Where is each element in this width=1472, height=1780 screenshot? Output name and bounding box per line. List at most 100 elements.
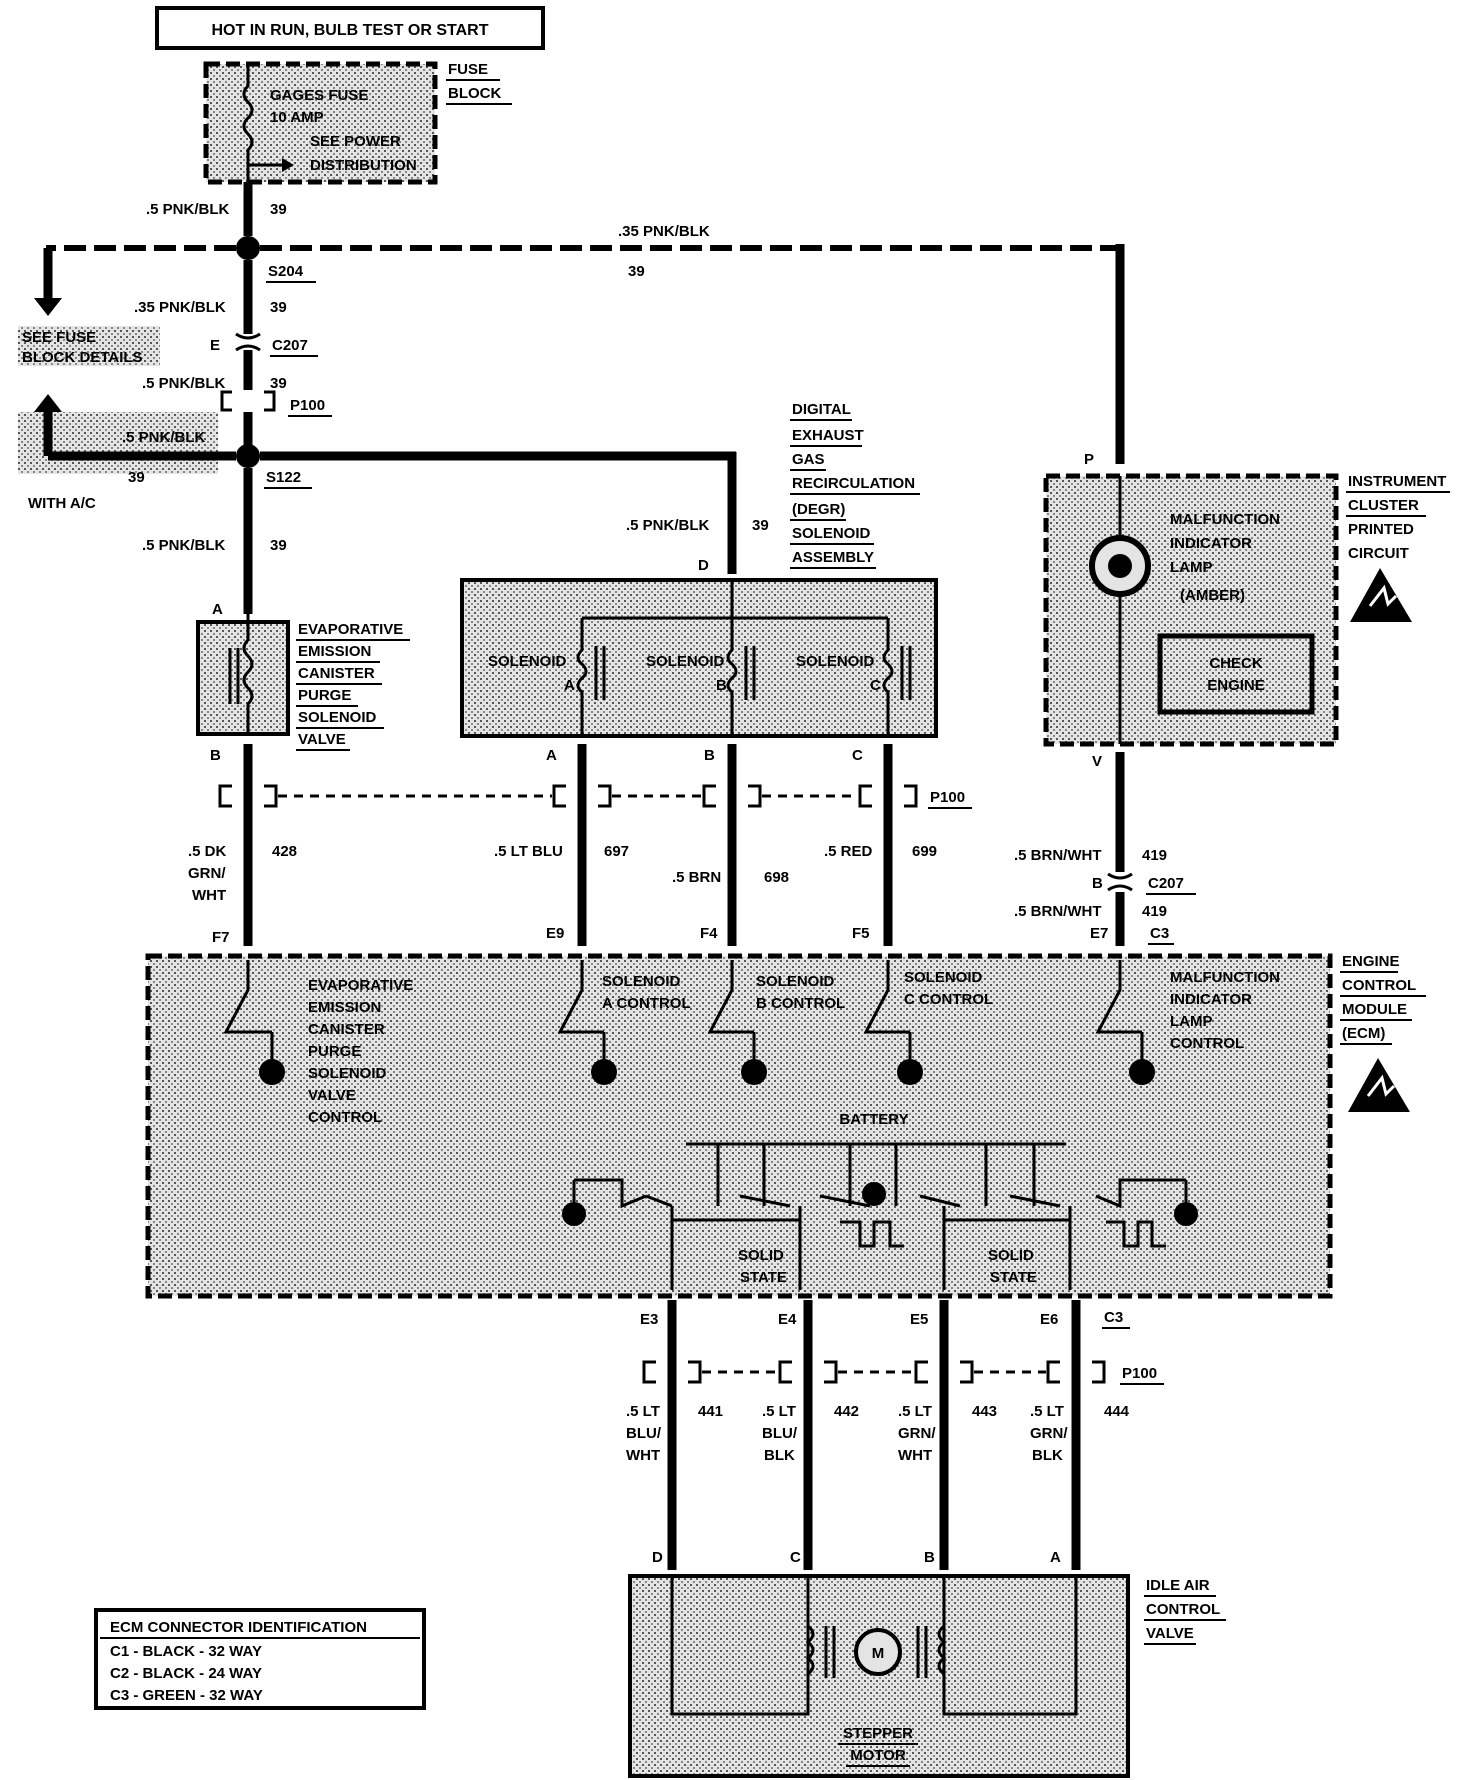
wire-443-label-3: WHT: [898, 1447, 932, 1464]
evap-label-6: VALVE: [298, 731, 346, 748]
iac-title-3: VALVE: [1146, 1625, 1194, 1642]
ecm-evap-ctrl-2: EMISSION: [308, 999, 381, 1016]
ecm-solid-2-line-1: SOLID: [988, 1247, 1034, 1264]
stepper-motor-label-1: STEPPER: [843, 1725, 913, 1742]
degr-title-6: SOLENOID: [792, 525, 871, 542]
fuse-block-label-2: BLOCK: [448, 85, 501, 102]
arrow-up-icon: [34, 394, 62, 412]
degr-title-7: ASSEMBLY: [792, 549, 874, 566]
pin-E6: E6: [1040, 1311, 1058, 1328]
lamp-label-2: INDICATOR: [1170, 535, 1252, 552]
pin-E7: E7: [1090, 925, 1108, 942]
ecm-id-row-2: C2 - BLACK - 24 WAY: [110, 1665, 262, 1682]
main-feed-wires: [220, 182, 276, 614]
solenoid-coil-icon: [242, 614, 254, 734]
solenoid-c-letter: C: [870, 677, 881, 694]
wire-419-label-lower: .5 BRN/WHT: [1014, 903, 1102, 920]
pin-D-degr: D: [698, 557, 709, 574]
esd-warning-icon-ecm: [1348, 1058, 1410, 1112]
ecm-mil-1: MALFUNCTION: [1170, 969, 1280, 986]
fuse-name: GAGES FUSE: [270, 87, 368, 104]
fuse-block-label-1: FUSE: [448, 61, 488, 78]
mid-wires: P100 .5 DK GRN/ WHT 428 .5 LT BLU 697 .5…: [188, 744, 1196, 946]
pin-C-degr: C: [852, 747, 863, 764]
wire-428-label-3: WHT: [192, 887, 226, 904]
pin-A-evap: A: [212, 601, 223, 618]
wire-444-label-2: GRN/: [1030, 1425, 1068, 1442]
wire-428-label-2: GRN/: [188, 865, 226, 882]
solenoid-b-letter: B: [716, 677, 727, 694]
connector-p100-label-top: P100: [290, 397, 325, 414]
ecm-solid-2-line-2: STATE: [990, 1269, 1037, 1286]
iac-title-2: CONTROL: [1146, 1601, 1220, 1618]
wire-label-s122: .5 PNK/BLK: [142, 537, 226, 554]
evap-label-5: SOLENOID: [298, 709, 377, 726]
ecm-sol-a-1: SOLENOID: [602, 973, 681, 990]
wire-label-branch: .35 PNK/BLK: [618, 223, 710, 240]
evap-label-1: EVAPORATIVE: [298, 621, 403, 638]
connector-p100-label-lower: P100: [1122, 1365, 1157, 1382]
wire-697-label: .5 LT BLU: [494, 843, 563, 860]
wire-442-label-1: .5 LT: [762, 1403, 796, 1420]
solenoid-a-label: SOLENOID: [488, 653, 567, 670]
pin-F4: F4: [700, 925, 718, 942]
pin-D-iac: D: [652, 1549, 663, 1566]
wire-444-label-3: BLK: [1032, 1447, 1063, 1464]
evap-label-3: CANISTER: [298, 665, 375, 682]
solenoid-b-coil-icon: [726, 618, 738, 736]
wire-444-label-1: .5 LT: [1030, 1403, 1064, 1420]
circuit-39-upper: 39: [270, 299, 287, 316]
ecm-sol-a-2: A CONTROL: [602, 995, 691, 1012]
ecm-evap-ctrl-5: SOLENOID: [308, 1065, 387, 1082]
ecm-evap-ctrl-7: CONTROL: [308, 1109, 382, 1126]
degr-title-1: DIGITAL: [792, 401, 851, 418]
stepper-motor-label-2: MOTOR: [850, 1747, 906, 1764]
pin-A-iac: A: [1050, 1549, 1061, 1566]
circuit-443: 443: [972, 1403, 997, 1420]
iac-title-1: IDLE AIR: [1146, 1577, 1210, 1594]
ecm-connector-identification: ECM CONNECTOR IDENTIFICATION C1 - BLACK …: [94, 1608, 426, 1710]
connector-p100-lower: [642, 1360, 1106, 1384]
check-engine-lens: [1157, 633, 1315, 715]
connector-p100-mid: [218, 784, 918, 808]
connector-c207-symbol: [235, 332, 261, 352]
wire-label-ac: .5 PNK/BLK: [122, 429, 206, 446]
circuit-697: 697: [604, 843, 629, 860]
ecm-id-row-1: C1 - BLACK - 32 WAY: [110, 1643, 262, 1660]
ecm-battery-label: BATTERY: [839, 1111, 908, 1128]
degr-title-5: (DEGR): [792, 501, 845, 518]
wire-441-label-3: WHT: [626, 1447, 660, 1464]
see-fuse-block-details: SEE FUSE BLOCK DETAILS .5 PNK/BLK 39 WIT…: [18, 326, 236, 512]
wire-443-label-2: GRN/: [898, 1425, 936, 1442]
wire-label-top: .5 PNK/BLK: [146, 201, 230, 218]
solenoid-a-coil-icon: [576, 618, 588, 736]
evap-purge-solenoid: A EVAPORATIVE EMISSION CANISTER PURGE SO…: [196, 601, 410, 764]
ecm-sol-b-2: B CONTROL: [756, 995, 845, 1012]
degr-title-2: EXHAUST: [792, 427, 864, 444]
pin-E: E: [210, 337, 220, 354]
pin-E9: E9: [546, 925, 564, 942]
pin-E5: E5: [910, 1311, 928, 1328]
esd-warning-icon: [1350, 568, 1412, 622]
wire-441-label-2: BLU/: [626, 1425, 662, 1442]
pin-P: P: [1084, 451, 1094, 468]
wire-428-label-1: .5 DK: [188, 843, 227, 860]
check-engine-line-2: ENGINE: [1207, 677, 1265, 694]
circuit-39-top: 39: [270, 201, 287, 218]
degr-solenoid-assembly: SOLENOID A SOLENOID B SOLENOID C DIGITAL…: [460, 401, 938, 764]
lower-wires: E3 E4 E5 E6 C3 P100 .5 LT BLU/ WHT 441 .…: [626, 1300, 1164, 1570]
ecm-id-row-3: C3 - GREEN - 32 WAY: [110, 1687, 263, 1704]
circuit-39-ac: 39: [128, 469, 145, 486]
s204-branches: .5 PNK/BLK 39 .35 PNK/BLK 39 S204 .35 PN…: [34, 201, 1125, 464]
wire-label-degr: .5 PNK/BLK: [626, 517, 710, 534]
power-source-title: HOT IN RUN, BULB TEST OR START: [211, 22, 488, 39]
ecm-id-title: ECM CONNECTOR IDENTIFICATION: [110, 1619, 367, 1636]
cluster-title-4: CIRCUIT: [1348, 545, 1409, 562]
with-ac-label: WITH A/C: [28, 495, 96, 512]
splice-s122-label: S122: [266, 469, 301, 486]
circuit-699: 699: [912, 843, 937, 860]
splice-s122-dot: [236, 444, 260, 468]
wire-419-label-upper: .5 BRN/WHT: [1014, 847, 1102, 864]
pin-A-degr: A: [546, 747, 557, 764]
ecm-mil-3: LAMP: [1170, 1013, 1213, 1030]
